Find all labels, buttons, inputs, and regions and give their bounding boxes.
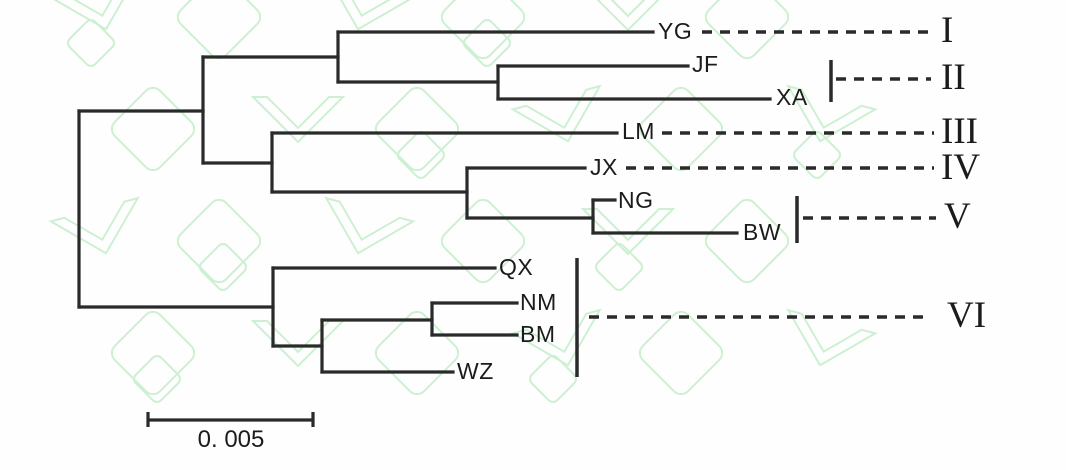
taxon-label-bw: BW xyxy=(743,219,782,246)
taxon-label-qx: QX xyxy=(499,254,534,281)
taxon-label-jx: JX xyxy=(590,154,618,181)
taxon-label-lm: LM xyxy=(622,118,655,145)
taxon-label-wz: WZ xyxy=(457,358,494,385)
group-label-1: I xyxy=(941,10,954,52)
group-label-4: IV xyxy=(941,147,981,189)
taxon-label-bm: BM xyxy=(520,321,556,348)
group-label-2: II xyxy=(941,57,966,99)
taxon-label-nm: NM xyxy=(520,289,557,316)
taxon-label-yg: YG xyxy=(658,18,693,45)
scale-bar-label: 0. 005 xyxy=(197,426,265,453)
group-label-5: V xyxy=(944,196,971,238)
taxon-label-xa: XA xyxy=(776,84,808,111)
taxon-label-ng: NG xyxy=(618,187,654,214)
group-label-3: III xyxy=(941,111,978,153)
taxon-label-jf: JF xyxy=(692,51,719,78)
group-label-6: VI xyxy=(947,295,987,337)
watermark-pattern xyxy=(48,0,878,403)
